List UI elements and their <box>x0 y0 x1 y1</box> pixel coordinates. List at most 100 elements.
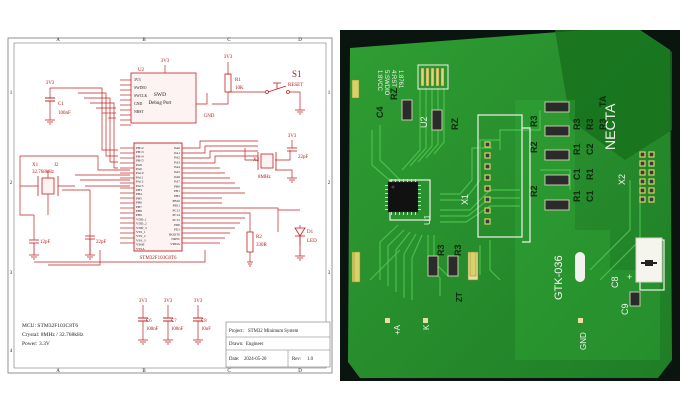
mcu-left-pin-label: VDD_2 <box>136 222 147 226</box>
pcb-label-c1b: C1 <box>585 190 595 202</box>
mcu-left-pin-label: VSSA <box>136 247 145 251</box>
inner-frame <box>13 42 327 369</box>
grid-rows-left: 1 2 3 4 <box>10 91 13 354</box>
grid-col-d-bottom: D <box>298 369 302 374</box>
pcb-label-plus: + <box>627 272 632 282</box>
header-pin <box>484 185 491 192</box>
swd-ref: U2 <box>138 68 145 73</box>
x2-value: 8MHz <box>258 175 272 180</box>
pad-label-plus-a: +A <box>393 324 402 335</box>
swd-pin-label: 3V3 <box>134 78 141 82</box>
bottom-cap-value: 100nF <box>171 327 184 332</box>
header-pin <box>484 174 491 181</box>
grid-col-b-bottom: B <box>142 369 146 374</box>
capacitor-c1 <box>45 87 72 125</box>
c22-value: 22pF <box>298 155 309 160</box>
mcu-left-pin-label: VSS_2 <box>136 234 146 238</box>
title-block: Project: STM32 Minimum System Drawn: Eng… <box>225 321 331 368</box>
x1-name: X1 <box>32 163 39 168</box>
bottom-cap-value: 10uF <box>201 327 211 332</box>
pcb-label-r1b: R1 <box>585 168 595 180</box>
c22-supply-label: 3V3 <box>288 134 297 139</box>
pcb-label-r3f: R3 <box>453 244 463 256</box>
swd-supply-label: 3V3 <box>161 59 170 64</box>
pcb-label-x2: X2 <box>617 174 627 185</box>
pcb-label-r3e: R3 <box>436 244 446 256</box>
mcu-left-pin-label: PA8 <box>136 163 142 167</box>
pcb-label-ta: TA <box>598 95 608 107</box>
header-pin <box>484 207 491 214</box>
x1-value: 32.768kHz <box>32 170 55 175</box>
mcu-right-pin-label: PC13 <box>172 208 180 212</box>
r2-gnd-symbol <box>247 261 253 267</box>
pcb-label-r3d: R3 <box>598 118 608 130</box>
mcu-left-pin-label: VBAT <box>136 243 146 247</box>
pcb-label-r3a: R3 <box>529 115 539 127</box>
pcb-label-c8: C8 <box>610 276 620 288</box>
mcu-left-pin-label: PA12 <box>136 180 144 184</box>
grid-row-3-right: 3 <box>328 271 331 276</box>
rev-label: Rev: <box>292 357 301 362</box>
mcu-right-pin-label: PB11 <box>173 204 181 208</box>
grid-col-b: B <box>142 38 146 43</box>
pin-header-top <box>417 64 449 90</box>
mcu-right-pin-label: PB2 <box>174 194 180 198</box>
mcu-right-pin-label: PB1 <box>174 189 180 193</box>
pcb-labels: C4 RZ U2 RZ R3 R2 R2 R3 R3 R1 C2 R3 TA C… <box>375 88 632 315</box>
drawn-by: Engineer <box>246 342 264 347</box>
swd-pin-label: SWCLK <box>134 94 148 98</box>
mcu-left-pin-label: PA11 <box>136 175 144 179</box>
grid-row-1-right: 1 <box>328 91 331 96</box>
swd-subtitle: Debug Port <box>149 101 173 106</box>
header-pin-labels: 1:8VCC 5:SWDIO 4:RST 1:8761 <box>376 70 403 96</box>
pcb-label-c1a: C1 <box>572 168 582 180</box>
mcu-right-pin-label: PA6 <box>174 175 180 179</box>
swd-connector-body <box>130 72 197 124</box>
pcb-label-r2a: R2 <box>529 141 539 153</box>
pcb-label-r3c: R3 <box>585 118 595 130</box>
pcb-label-zt: ZT <box>455 292 464 302</box>
pcb-label-c4: C4 <box>375 106 385 118</box>
bottom-cap-supply: 3V3 <box>139 299 148 304</box>
r2-value: 330R <box>256 243 268 248</box>
pcb-label-x1: X1 <box>460 194 470 205</box>
header-pin <box>639 160 646 167</box>
pcb-bottom-pads: +A K GND <box>385 318 588 350</box>
pcb-label-u1: U1 <box>423 214 432 225</box>
pcb-corner-copper <box>555 30 672 160</box>
mcu-left-pin-label: VSS_3 <box>136 238 146 242</box>
r1-value: 10K <box>235 86 244 91</box>
mcu-right-pin-label: PA2 <box>174 156 180 160</box>
bottom-cap-name: C6 <box>146 319 152 324</box>
grid-col-a-bottom: A <box>56 369 60 374</box>
notes-block: MCU: STM32F103C8T6 Crystal: 8MHz / 32.76… <box>22 323 84 347</box>
pcb-label-c9: C9 <box>620 303 630 315</box>
header-pin <box>639 178 646 185</box>
date-label: Date: <box>229 357 239 362</box>
grid-row-2-right: 2 <box>328 181 331 186</box>
bottom-cap-value: 100nF <box>146 327 159 332</box>
pcb-model: GTK-036 <box>553 255 565 300</box>
bottom-cap-supply: 3V3 <box>194 299 203 304</box>
grid-row-1: 1 <box>10 91 13 96</box>
mcu-left-pin-label: PB7 <box>136 205 142 209</box>
header-pin <box>639 196 646 203</box>
mcu-right-pin-label: PB0 <box>174 184 180 188</box>
swd-gnd-label: GND <box>204 114 215 119</box>
r2-name: R2 <box>256 235 262 240</box>
pcb-copper-pour <box>515 100 660 360</box>
mcu-right-pin-label: PA4 <box>174 165 180 169</box>
led-label: LED <box>307 239 317 244</box>
mcu-right-pin-label: PC14 <box>172 213 180 217</box>
mcu-right-pin-label: PC15 <box>172 218 180 222</box>
pcb-slot <box>575 252 585 282</box>
mcu-right-pin-label: BOOT0 <box>169 232 180 236</box>
mcu-right-pin-label: PA0 <box>174 146 180 150</box>
project-name: STM32 Minimum System <box>248 329 299 334</box>
grid-col-c-bottom: C <box>227 369 231 374</box>
header-label-1: 1:8VCC <box>376 70 382 92</box>
mcu-left-pin-label: PB9 <box>136 213 142 217</box>
capacitor-c22b <box>85 235 95 260</box>
resistor-r1 <box>224 73 232 93</box>
